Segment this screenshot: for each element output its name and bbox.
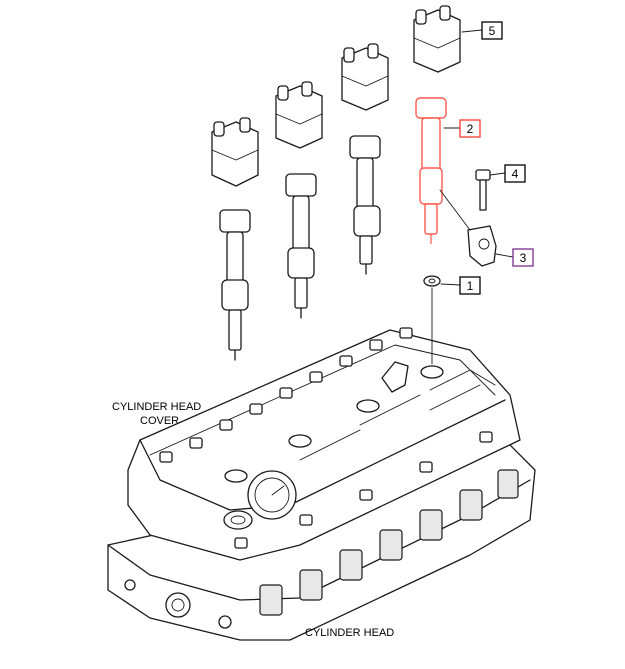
- callout-2: 2: [443, 119, 481, 138]
- callout-3: 3: [495, 248, 534, 267]
- injector-middle-left: [285, 173, 317, 319]
- cylinder-head-label: CYLINDER HEAD: [305, 627, 394, 639]
- oil-filler-cap: [247, 470, 297, 520]
- injector-highlighted: [415, 97, 447, 244]
- callout-1-box: [459, 276, 481, 295]
- callout-2-box: [459, 119, 481, 138]
- cylinder-head-cover: [127, 327, 521, 561]
- cylinder-head-cover-label-line2: COVER: [140, 415, 179, 427]
- callout-3-number: 3: [520, 251, 527, 265]
- callout-4: 4: [489, 164, 526, 183]
- callout-5-box: [481, 21, 503, 40]
- cover-bolt-bosses: [159, 327, 493, 549]
- connector-block: [381, 361, 409, 393]
- injector-left: [219, 209, 251, 361]
- callout-3-box: [512, 248, 534, 267]
- callout-2-number: 2: [467, 122, 474, 136]
- injector-cap-1: [211, 117, 259, 187]
- callout-4-box: [504, 164, 526, 183]
- clamp-bolt: [475, 169, 491, 211]
- callout-5-number: 5: [489, 24, 496, 38]
- injector-wells: [224, 365, 444, 483]
- callout-5: 5: [461, 21, 503, 40]
- injector-middle-right: [349, 135, 381, 275]
- callout-1: 1: [440, 276, 481, 295]
- breather-connector: [223, 510, 253, 530]
- cylinder-head-ports: [259, 469, 519, 616]
- callout-1-number: 1: [467, 279, 474, 293]
- injector-cap-2: [275, 81, 323, 149]
- injector-cap-3: [341, 43, 389, 111]
- seal-washer: [423, 275, 441, 365]
- cylinder-head: [107, 439, 536, 641]
- injector-clamp: [439, 189, 497, 267]
- callout-4-number: 4: [512, 167, 519, 181]
- injector-cap-4: [413, 5, 461, 73]
- cylinder-head-cover-label-line1: CYLINDER HEAD: [112, 401, 201, 413]
